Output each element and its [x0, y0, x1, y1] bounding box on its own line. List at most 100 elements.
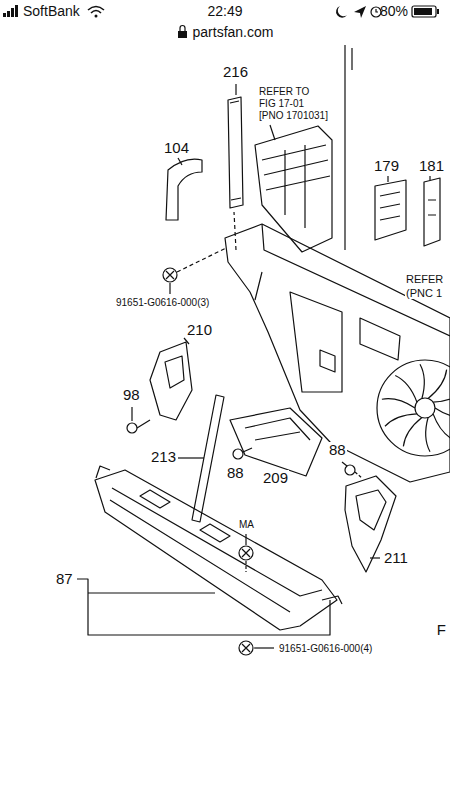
drawing-stroke: [137, 420, 150, 428]
drawing-stroke: [382, 364, 450, 451]
drawing-stroke: [242, 549, 250, 557]
drawing-stroke: [3, 13, 6, 17]
callout-number: 213: [150, 449, 177, 466]
reference-note: REFER: [405, 273, 444, 285]
drawing-stroke: [15, 5, 18, 17]
status-text: SoftBank: [22, 4, 81, 19]
drawing-stroke: [235, 84, 236, 95]
callout-number: 209: [262, 470, 289, 487]
drawing-stroke: [380, 192, 400, 220]
drawing-stroke: [355, 472, 362, 478]
drawing-stroke: [403, 418, 422, 447]
drawing-stroke: [344, 45, 345, 250]
callout-number: 87: [55, 571, 74, 588]
drawing-stroke: [180, 26, 185, 32]
callout-number: 88: [226, 465, 245, 482]
drawing-stroke: [234, 212, 236, 250]
url-text: partsfan.com: [192, 25, 275, 40]
drawing-stroke: [245, 418, 310, 440]
callout-number: 88: [328, 442, 347, 459]
drawing-stroke: [370, 557, 380, 558]
drawing-stroke: [245, 534, 246, 545]
drawing-stroke: [131, 407, 132, 421]
drawing-stroke: [230, 101, 241, 200]
drawing-stroke: [342, 462, 347, 466]
drawing-stroke: [3, 5, 450, 655]
drawing-stroke: [150, 342, 192, 420]
drawing-stroke: [420, 364, 424, 398]
reference-note: REFER TO: [258, 86, 310, 97]
drawing-stroke: [163, 268, 177, 282]
drawing-stroke: [371, 7, 381, 17]
drawing-stroke: [239, 546, 253, 560]
drawing-stroke: [95, 15, 98, 18]
reference-note: FIG 17-01: [258, 98, 305, 109]
callout-number: 179: [373, 158, 400, 175]
drawing-stroke: [414, 8, 432, 15]
callout-number: 211: [383, 550, 409, 567]
drawing-stroke: [412, 6, 436, 17]
part-number: 91651-G0616-000(3): [115, 297, 210, 308]
drawing-stroke: [96, 466, 110, 478]
drawing-stroke: [395, 376, 417, 403]
drawing-stroke: [239, 641, 253, 655]
drawing-stroke: [320, 350, 335, 372]
drawing-stroke: [377, 360, 450, 456]
drawing-stroke: [3, 5, 18, 17]
drawing-stroke: [243, 448, 252, 452]
drawing-stroke: [336, 6, 347, 18]
drawing-stroke: [270, 125, 275, 140]
drawing-stroke: [262, 224, 450, 336]
reference-note: [PNO 1701031]: [258, 110, 329, 121]
drawing-stroke: [356, 490, 386, 530]
drawing-stroke: [7, 11, 10, 17]
drawing-stroke: [415, 398, 435, 418]
drawing-stroke: [351, 48, 352, 70]
callout-number: 216: [222, 64, 249, 81]
drawing-stroke: [254, 647, 274, 648]
drawing-stroke: [245, 561, 246, 572]
drawing-stroke: [242, 644, 250, 652]
drawing-stroke: [382, 399, 415, 408]
drawing-stroke: [177, 248, 226, 272]
drawing-stroke: [165, 356, 184, 388]
part-number: 91651-G0616-000(4): [278, 643, 373, 654]
callout-number: 181: [418, 158, 445, 175]
drawing-stroke: [435, 408, 450, 417]
drawing-stroke: [77, 579, 330, 635]
drawing-stroke: [233, 449, 243, 459]
drawing-stroke: [178, 457, 204, 458]
callout-number: 98: [122, 387, 141, 404]
drawing-stroke: [228, 97, 243, 208]
drawing-stroke: [376, 9, 378, 12]
drawing-stroke: [255, 126, 332, 252]
drawing-stroke: [428, 200, 436, 215]
drawing-stroke: [262, 145, 330, 228]
drawing-stroke: [428, 370, 447, 399]
callout-number: 104: [163, 140, 190, 157]
drawing-stroke: [88, 592, 215, 593]
drawing-stroke: [166, 159, 202, 220]
drawing-stroke: [433, 390, 450, 402]
drawing-stroke: [354, 6, 366, 18]
drawing-stroke: [345, 465, 355, 475]
drawing-stroke: [127, 423, 137, 433]
drawing-stroke: [385, 414, 417, 426]
drawing-stroke: [169, 283, 170, 294]
drawing-stroke: [140, 490, 230, 542]
drawing-stroke: [437, 9, 439, 14]
drawing-stroke: [433, 414, 450, 441]
status-clock: 22:49: [206, 4, 243, 19]
drawing-stroke: [424, 178, 440, 246]
reference-note: (PNC 1: [405, 287, 443, 299]
drawing-stroke: [166, 271, 174, 279]
drawing-stroke: [184, 338, 189, 344]
drawing-stroke: [11, 8, 14, 17]
drawing-stroke: [322, 596, 342, 604]
callout-number: MA: [238, 519, 255, 530]
drawing-stroke: [375, 180, 406, 240]
callout-number: 210: [186, 322, 213, 339]
drawing-stroke: [178, 158, 182, 165]
drawing-stroke: [426, 418, 430, 452]
